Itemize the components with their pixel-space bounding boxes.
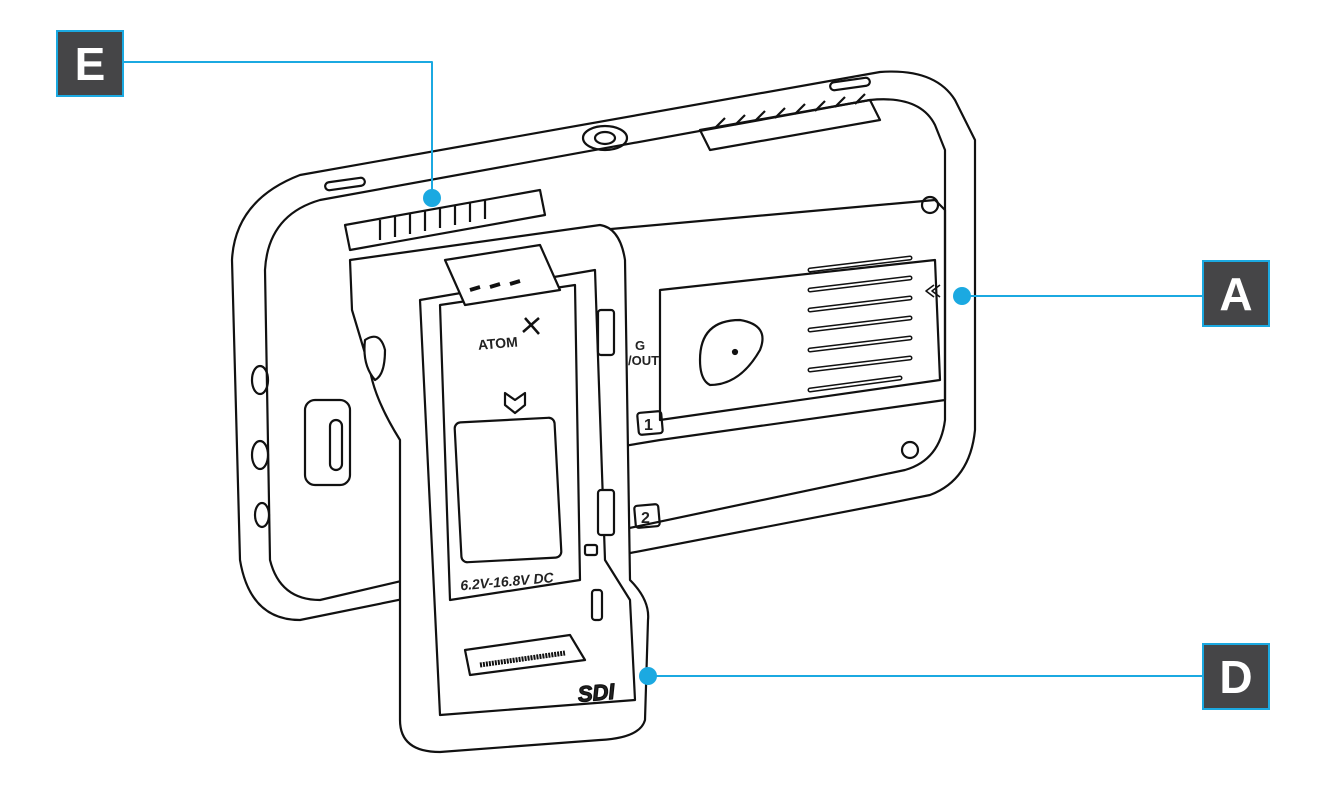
port-2-badge xyxy=(633,503,661,529)
callout-a: A xyxy=(1202,260,1270,327)
mount-hole xyxy=(581,124,629,152)
sdi-module xyxy=(348,223,650,754)
top-heatsink xyxy=(698,93,882,152)
callout-d: D xyxy=(1202,643,1270,710)
callout-dot-e xyxy=(423,189,441,207)
sdi-label: SDI xyxy=(577,679,617,707)
leader-e xyxy=(124,61,433,198)
callout-dot-a xyxy=(953,287,971,305)
logo-mark xyxy=(698,318,764,387)
callout-dot-d xyxy=(639,667,657,685)
battery-plate xyxy=(598,195,947,460)
top-vent xyxy=(343,188,547,252)
port-1-label: 1 xyxy=(644,417,653,434)
port-1-badge xyxy=(636,410,664,436)
port-out-label: G/OUT xyxy=(628,338,659,368)
port-2-label: 2 xyxy=(641,510,650,527)
brand-x-mark xyxy=(522,317,540,335)
leader-lines xyxy=(124,61,1202,677)
brand-label: ATOM xyxy=(477,333,518,352)
side-ports xyxy=(250,364,352,529)
callout-e: E xyxy=(56,30,124,97)
